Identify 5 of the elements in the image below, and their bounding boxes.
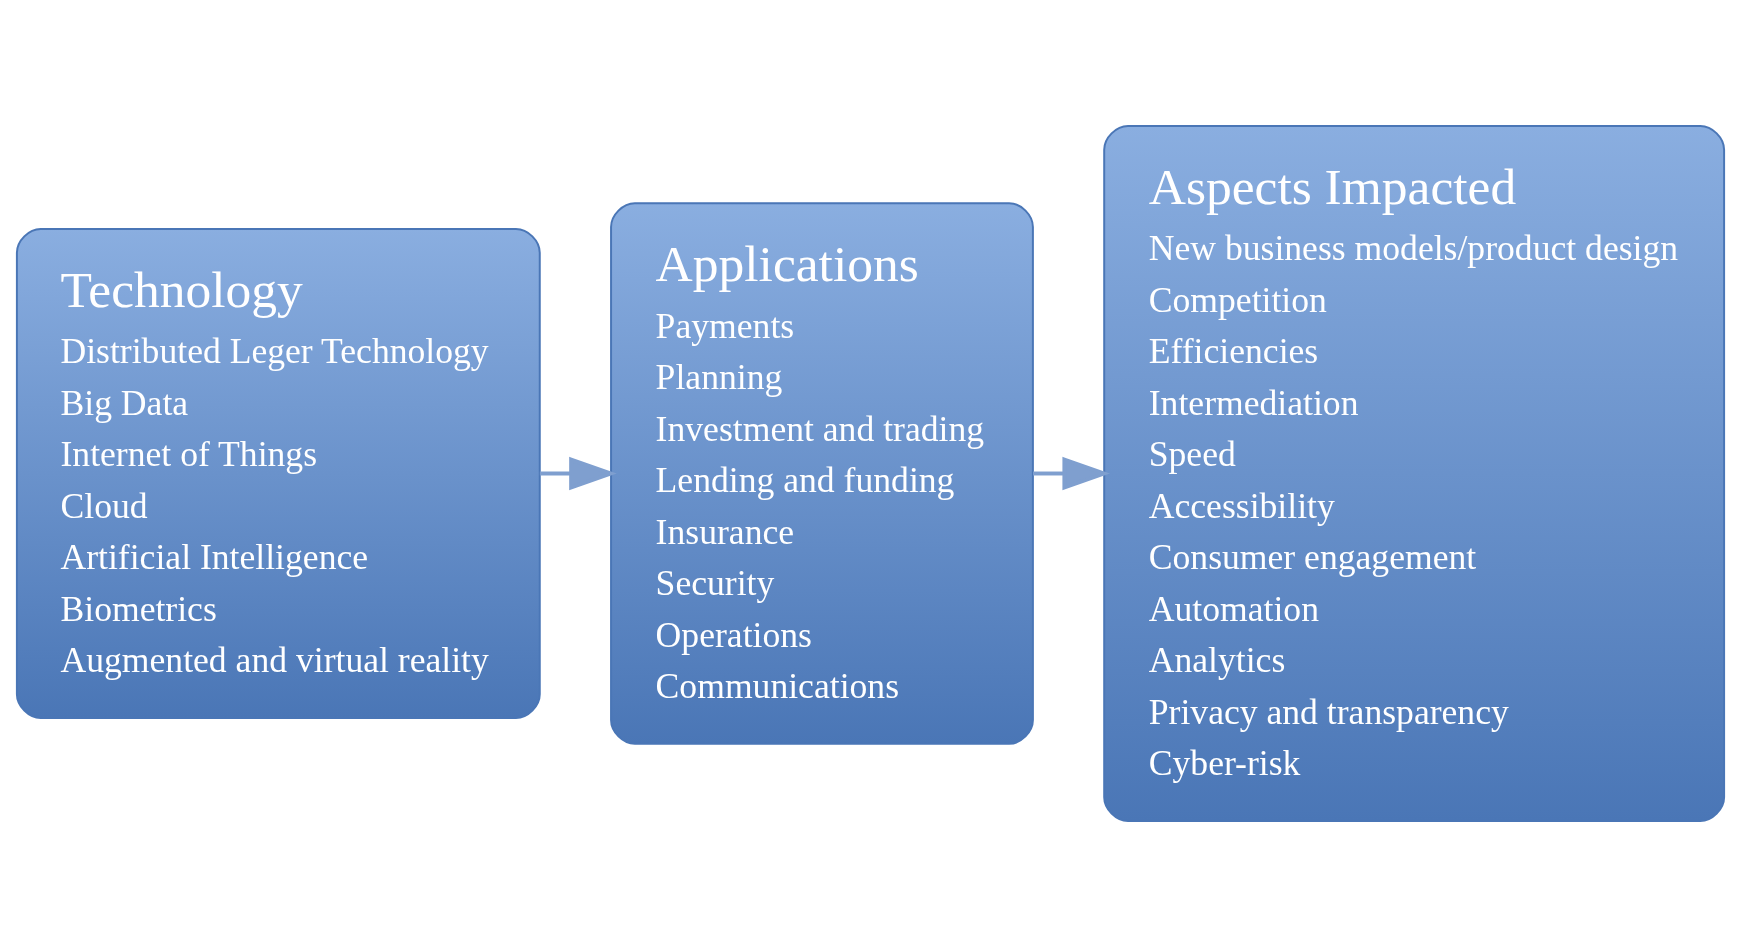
arrow xyxy=(539,456,617,490)
node-box: Technology Distributed Leger Technology Big Data Internet of Things Cloud Artificial Intelligence Biometrics Augmented and virtual reality xyxy=(15,227,541,719)
node-box: Aspects Impacted New business models/product design Competition Efficiencies Intermediation Speed Accessibility Consumer engagement Automation Analytics Privacy and transparency Cyber-risk xyxy=(1103,124,1726,822)
arrow xyxy=(1033,456,1110,490)
node-box: Applications Payments Planning Investment and trading Lending and funding Insurance Security Operations Communications xyxy=(610,201,1034,745)
